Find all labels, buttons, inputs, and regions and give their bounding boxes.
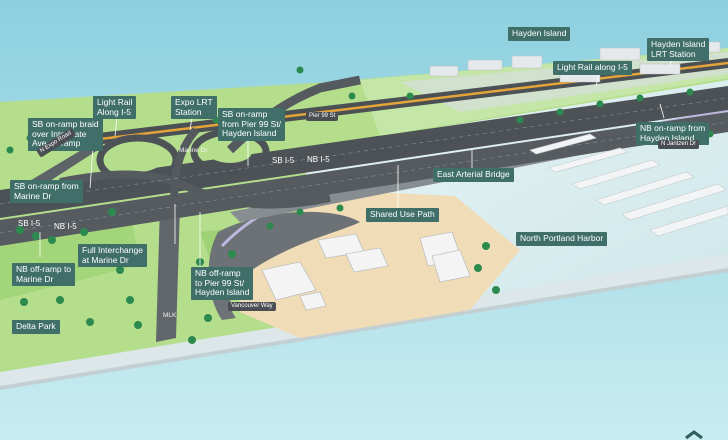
vancouver-way-road — [208, 211, 360, 320]
callout-sb-onramp-marine: SB on-ramp from Marine Dr — [10, 180, 83, 203]
mlk-road — [156, 205, 180, 342]
label-sb-i5-center: SB I-5 — [272, 156, 295, 165]
road-label-vancouver-way: Vancouver Way — [228, 302, 276, 311]
riverside-buildings — [261, 231, 471, 311]
label-nb-i5-center: NB I-5 — [307, 155, 330, 164]
n-expo-road-strip — [28, 140, 104, 190]
callout-leader-lines — [39, 57, 673, 268]
callout-full-interchange: Full Interchange at Marine Dr — [78, 244, 147, 267]
callout-delta-park: Delta Park — [12, 320, 60, 334]
interchange-ramp — [170, 127, 200, 207]
callout-sb-onramp-pier99: SB on-ramp from Pier 99 St/ Hayden Islan… — [218, 108, 286, 141]
road-label-marine-dr: Marine Dr — [179, 147, 208, 154]
harbor-piers — [529, 133, 728, 237]
callout-light-rail-along-i5-west: Light Rail Along I-5 — [93, 96, 137, 119]
road-label-mlk: MLK — [163, 312, 177, 319]
label-sb-i5-west: SB I-5 — [18, 219, 41, 228]
lane-marking-nb — [0, 121, 728, 234]
callout-hayden-island: Hayden Island — [508, 27, 571, 41]
callout-nb-onramp-hayden: NB on-ramp from Hayden Island — [636, 122, 710, 145]
loop-infield-east — [208, 141, 252, 163]
road-label-n-jantzen-dr: N Jantzen Dr — [658, 140, 700, 149]
slab-edge-shadow — [0, 268, 728, 390]
label-nb-i5-west: NB I-5 — [54, 222, 77, 231]
corner-chevron-icon — [685, 430, 703, 440]
callout-nb-offramp-pier99: NB off-ramp to Pier 99 St/ Hayden Island — [191, 267, 254, 300]
callout-nb-offramp-marine: NB off-ramp to Marine Dr — [12, 263, 76, 286]
light-rail-track — [91, 61, 728, 142]
callout-east-arterial-bridge: East Arterial Bridge — [433, 168, 514, 182]
callout-north-portland-harbor: North Portland Harbor — [516, 232, 608, 246]
lane-marking-sb — [0, 97, 728, 205]
callout-shared-use-path: Shared Use Path — [366, 208, 439, 222]
callout-hayden-island-lrt-station: Hayden Island LRT Station — [647, 38, 710, 61]
ramp-braid — [59, 170, 331, 209]
road-label-pier-99-st: Pier 99 St — [306, 112, 339, 121]
loop-infield-west — [114, 148, 162, 172]
callout-expo-lrt-station: Expo LRT Station — [171, 96, 217, 119]
callout-light-rail-along-i5-east: Light Rail along I-5 — [553, 61, 632, 75]
